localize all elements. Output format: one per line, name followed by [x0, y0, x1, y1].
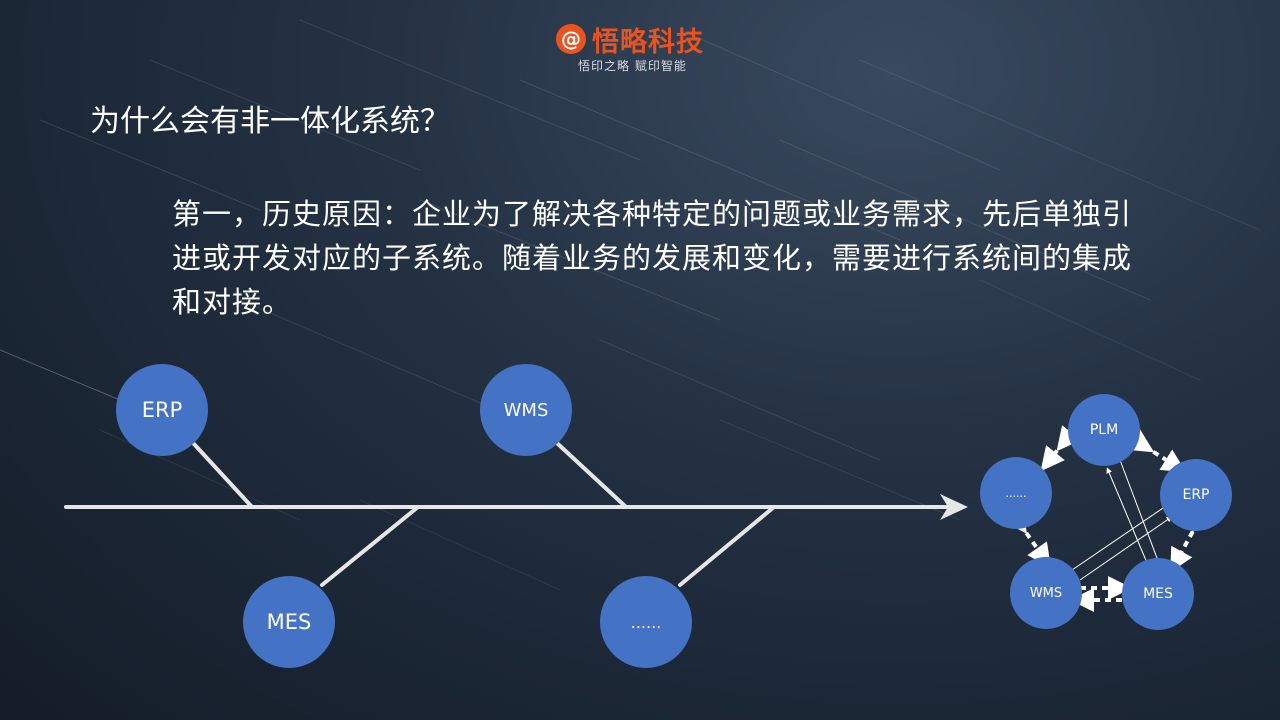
network-node-wms-label: WMS — [1029, 585, 1063, 601]
bone-mes — [320, 505, 420, 587]
bone-more — [678, 505, 776, 587]
node-erp: ERP — [116, 364, 208, 456]
network-node-more-label: ...... — [1005, 486, 1027, 500]
network-node-plm: PLM — [1068, 394, 1140, 466]
network-node-wms: WMS — [1010, 557, 1082, 629]
network-node-erp-label: ERP — [1182, 487, 1210, 503]
network-node-mes: MES — [1122, 558, 1194, 630]
node-wms-label: WMS — [503, 399, 549, 421]
node-wms: WMS — [480, 364, 572, 456]
network-node-plm-label: PLM — [1089, 422, 1119, 438]
company-logo: @ 悟略科技 悟印之略 赋印智能 — [556, 22, 726, 74]
network-node-more: ...... — [980, 457, 1052, 529]
node-more: ...... — [600, 576, 692, 668]
network-node-mes-label: MES — [1143, 586, 1173, 602]
bone-erp — [192, 442, 254, 509]
bone-wms — [556, 442, 628, 509]
slide-title: 为什么会有非一体化系统？ — [90, 104, 450, 139]
logo-slogan: 悟印之略 赋印智能 — [578, 59, 687, 73]
node-erp-label: ERP — [141, 398, 183, 422]
node-more-label: ...... — [630, 612, 662, 632]
logo-mark-icon: @ — [556, 24, 586, 54]
network-node-erp: ERP — [1160, 459, 1232, 531]
node-mes: MES — [243, 576, 335, 668]
node-mes-label: MES — [266, 610, 312, 634]
logo-name: 悟略科技 — [592, 27, 704, 58]
body-paragraph: 第一，历史原因：企业为了解决各种特定的问题或业务需求，先后单独引进或开发对应的子… — [172, 197, 1133, 319]
fishbone-arrowhead — [940, 494, 968, 520]
